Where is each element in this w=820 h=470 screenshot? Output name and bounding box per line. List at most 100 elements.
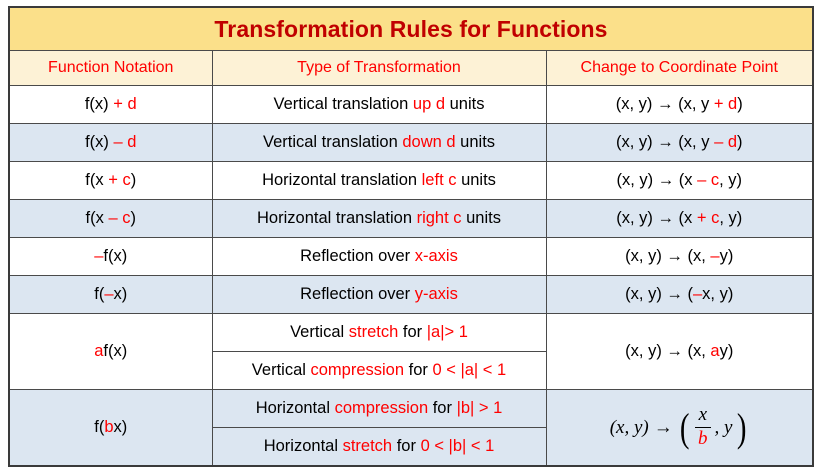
- type-part-plain: for: [404, 361, 433, 379]
- type-part-red: down d: [402, 133, 456, 151]
- type-part-plain: Reflection over: [300, 247, 415, 265]
- table-row-split-fbx-second: Horizontal stretch for 0 < |b| < 1: [9, 427, 813, 467]
- cell-function-notation: f(–x): [8, 275, 213, 314]
- type-part-plain: units: [456, 171, 496, 189]
- table-row: f(x) + d Vertical translation up d units…: [8, 85, 814, 124]
- type-part-red: y-axis: [414, 285, 458, 303]
- cell-type-of-transformation: Vertical translation up d units: [211, 85, 547, 124]
- cell-change-to-coordinate-point: (x, y) → (x, ay): [545, 313, 814, 390]
- type-part-red: right c: [416, 209, 462, 227]
- coord-part-plain: y): [719, 247, 734, 265]
- coord-part-plain: (x, y) → (x, y: [615, 133, 715, 151]
- notation-part-black: f(x: [85, 171, 109, 189]
- coord-part-plain: (x, y) → (x,: [625, 342, 711, 360]
- notation-part-black: f(x): [103, 342, 128, 360]
- type-part-plain: for: [392, 437, 421, 455]
- coord-part-red: + d: [713, 95, 738, 113]
- type-part-plain: for: [398, 323, 427, 341]
- cell-type-of-transformation: Vertical translation down d units: [211, 123, 547, 162]
- notation-part-red: b: [104, 418, 114, 436]
- column-header-change-to-coordinate-point: Change to Coordinate Point: [545, 50, 814, 86]
- notation-part-red: –: [94, 247, 104, 265]
- notation-part-red: a: [94, 342, 104, 360]
- cell-change-to-coordinate-point: (x, y) → (x – c, y): [545, 161, 814, 200]
- math-open-paren: (: [679, 404, 690, 450]
- coord-part-red: a: [710, 342, 720, 360]
- cell-type-of-transformation: Horizontal translation left c units: [211, 161, 547, 200]
- notation-part-black: f(x: [85, 209, 109, 227]
- math-close-paren: ): [737, 404, 747, 450]
- table-row: f(–x) Reflection over y-axis (x, y) → (–…: [8, 275, 814, 314]
- cell-function-notation: f(x) – d: [8, 123, 213, 162]
- type-part-red: left c: [421, 171, 457, 189]
- cell-type-of-transformation: Horizontal translation right c units: [211, 199, 547, 238]
- fraction-bar: [695, 426, 711, 429]
- type-part-plain: for: [428, 399, 457, 417]
- coord-part-plain: , y): [719, 209, 743, 227]
- column-header-type-of-transformation: Type of Transformation: [211, 50, 547, 86]
- type-part-red: 0 < |a| < 1: [432, 361, 507, 379]
- type-part-plain: Horizontal translation: [257, 209, 417, 227]
- notation-part-black: x): [113, 418, 128, 436]
- cell-change-to-coordinate-point: (x, y) → (x, y + d): [545, 85, 814, 124]
- type-part-plain: units: [461, 209, 501, 227]
- type-part-plain: Vertical translation: [273, 95, 413, 113]
- type-part-plain: Vertical translation: [262, 133, 403, 151]
- notation-part-black: f(x): [85, 133, 114, 151]
- notation-part-black: f(: [94, 285, 105, 303]
- math-arrow: →: [653, 417, 673, 438]
- cell-type-of-transformation: Vertical stretch for |a|> 1: [211, 313, 547, 352]
- coord-part-plain: x, y): [702, 285, 734, 303]
- cell-function-notation: af(x): [8, 313, 213, 390]
- table-header-row: Function Notation Type of Transformation…: [8, 50, 814, 86]
- cell-change-to-coordinate-point: (x, y) → (–x, y): [545, 275, 814, 314]
- coord-part-plain: ): [737, 133, 743, 151]
- table-title-cell: Transformation Rules for Functions: [8, 6, 814, 51]
- type-part-plain: Horizontal: [255, 399, 335, 417]
- table-row: f(x) – d Vertical translation down d uni…: [8, 123, 814, 162]
- type-part-red: up d: [412, 95, 446, 113]
- table-row-split-fbx: f(bx) Horizontal compression for |b| > 1…: [8, 389, 814, 467]
- type-part-red: |b| > 1: [456, 399, 503, 417]
- coord-part-red: + c: [696, 209, 720, 227]
- notation-part-red: –: [104, 285, 114, 303]
- math-second-coordinate: , y: [714, 417, 733, 438]
- cell-function-notation: f(bx): [8, 389, 213, 467]
- coord-part-plain: (x, y) → (x, y: [615, 95, 714, 113]
- table-row-split-af-second: Vertical compression for 0 < |a| < 1: [9, 351, 813, 390]
- notation-part-black: ): [130, 209, 136, 227]
- cell-change-to-coordinate-point: (x, y) → (x, –y): [545, 237, 814, 276]
- notation-part-red: – c: [108, 209, 131, 227]
- fraction-denominator: b: [698, 428, 708, 450]
- coord-part-plain: ): [737, 95, 743, 113]
- type-part-red: compression: [334, 399, 429, 417]
- type-part-plain: Vertical: [290, 323, 349, 341]
- cell-type-of-transformation: Vertical compression for 0 < |a| < 1: [211, 351, 547, 390]
- cell-type-of-transformation: Reflection over x-axis: [211, 237, 547, 276]
- type-part-plain: units: [455, 133, 496, 151]
- cell-function-notation: f(x + c): [8, 161, 213, 200]
- coord-part-plain: , y): [719, 171, 743, 189]
- coord-part-plain: (x, y) → (x: [616, 209, 697, 227]
- coord-part-plain: y): [719, 342, 734, 360]
- cell-type-of-transformation: Horizontal stretch for 0 < |b| < 1: [211, 427, 547, 467]
- math-lead: (x, y): [609, 417, 649, 438]
- notation-part-black: x): [113, 285, 128, 303]
- column-header-function-notation: Function Notation: [8, 50, 213, 86]
- type-part-red: stretch: [348, 323, 399, 341]
- cell-function-notation: f(x) + d: [8, 85, 213, 124]
- column-header-label: Function Notation: [48, 59, 174, 76]
- notation-part-black: f(x): [103, 247, 128, 265]
- type-part-plain: Horizontal translation: [262, 171, 422, 189]
- type-part-plain: Reflection over: [300, 285, 415, 303]
- coord-part-red: – c: [697, 171, 720, 189]
- table-row: f(x + c) Horizontal translation left c u…: [8, 161, 814, 200]
- column-header-label: Change to Coordinate Point: [580, 59, 778, 76]
- cell-change-to-coordinate-point: (x, y) → (x, y – d): [545, 123, 814, 162]
- cell-change-to-coordinate-point: (x, y) → (x + c, y): [545, 199, 814, 238]
- notation-part-black: f(: [94, 418, 105, 436]
- table-row-split-af: af(x) Vertical stretch for |a|> 1 (x, y)…: [8, 313, 814, 390]
